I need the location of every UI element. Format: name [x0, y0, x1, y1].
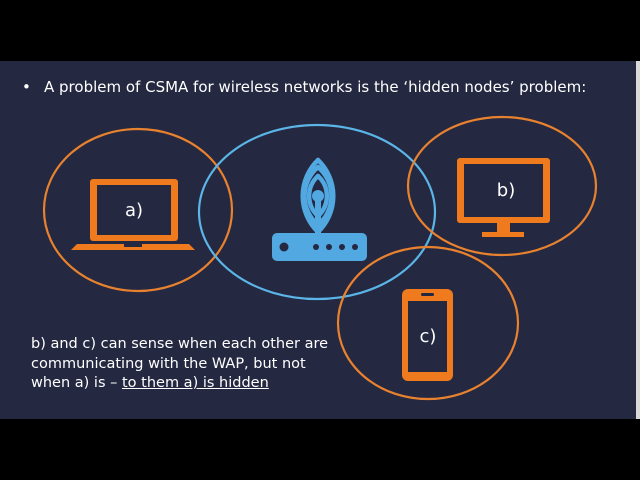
monitor-icon — [457, 158, 550, 237]
laptop-icon — [71, 179, 195, 250]
node-c-label: c) — [420, 326, 437, 347]
bullet-point: • A problem of CSMA for wireless networks… — [22, 78, 622, 96]
slide-edge — [636, 61, 640, 419]
bullet-marker: • — [22, 78, 31, 96]
node-b-label: b) — [497, 180, 515, 201]
bullet-text: A problem of CSMA for wireless networks … — [44, 78, 587, 96]
range-circle-wap — [197, 123, 437, 301]
range-circle-a — [42, 127, 234, 293]
caption-text: b) and c) can sense when each other are … — [31, 336, 329, 391]
smartphone-icon — [402, 289, 453, 381]
slide: • A problem of CSMA for wireless networks… — [0, 61, 640, 419]
caption: b) and c) can sense when each other are … — [31, 335, 331, 394]
range-circle-c — [336, 245, 520, 401]
node-a-label: a) — [125, 200, 143, 221]
range-circle-b — [406, 115, 598, 257]
hidden-nodes-diagram: a) b) c) — [42, 115, 598, 401]
caption-emphasis: to them a) is hidden — [121, 375, 269, 391]
wireless-router-icon — [272, 157, 367, 261]
